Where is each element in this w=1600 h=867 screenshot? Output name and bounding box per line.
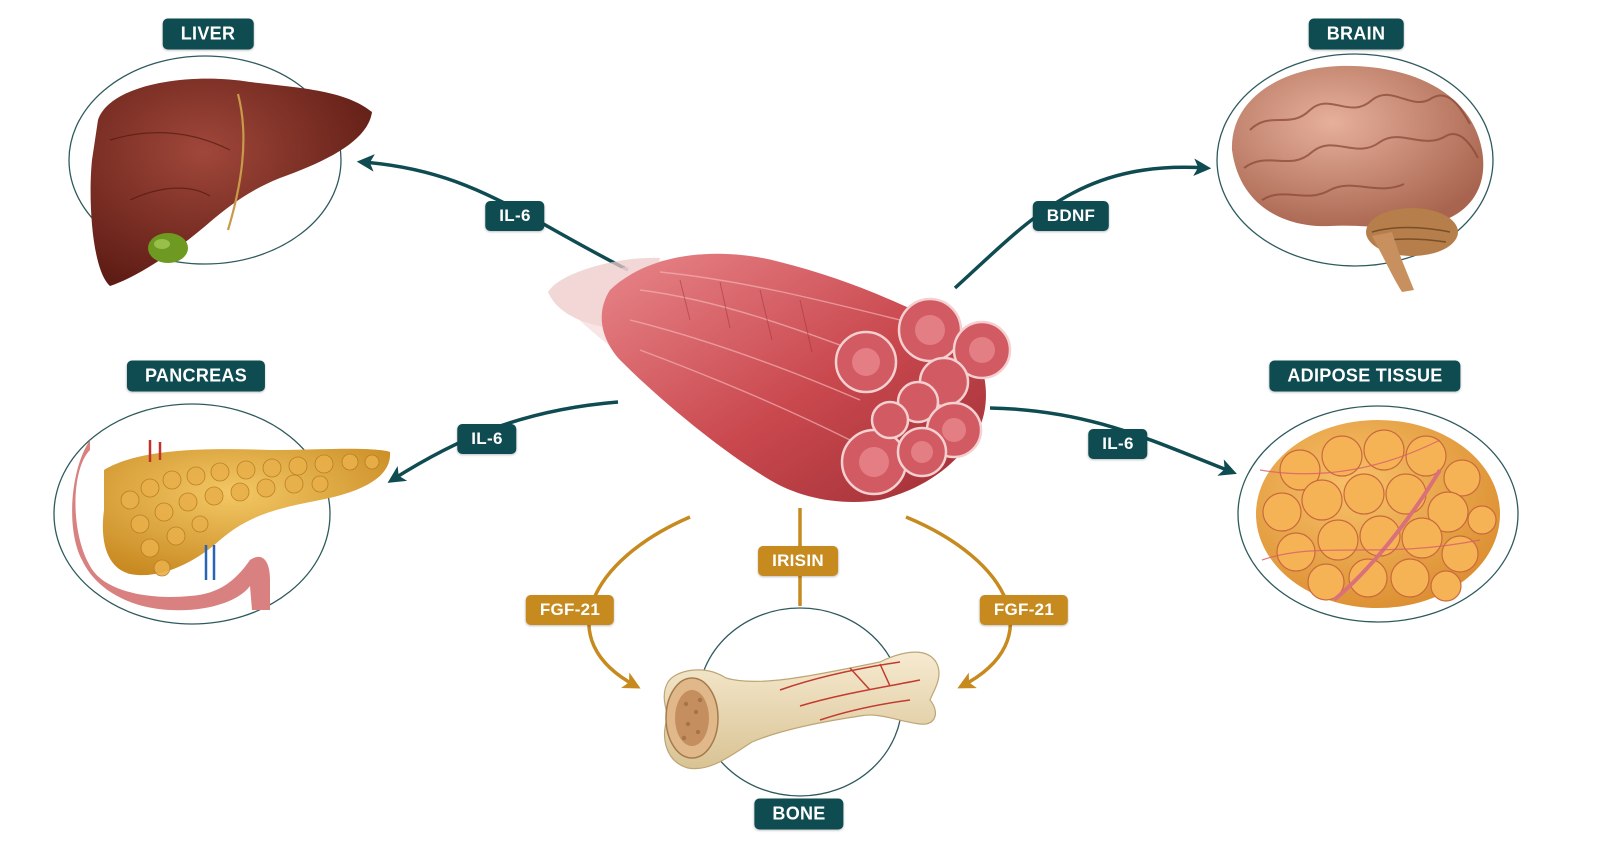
- arrow-brain: [953, 158, 1212, 290]
- signal-brain-label: BDNF: [1032, 201, 1110, 231]
- pancreas-label: PANCREAS: [126, 360, 266, 392]
- brain-label: BRAIN: [1308, 18, 1404, 50]
- arrow-adipose: [989, 406, 1237, 476]
- brain-illustration: [1216, 53, 1494, 292]
- bone-cross-section-illustration: [663, 607, 940, 797]
- signal-pancreas-label: IL-6: [457, 424, 517, 454]
- muscle-fiber-bundle-illustration: [548, 253, 1012, 502]
- signal-liver-label: IL-6: [485, 201, 545, 231]
- liver-label: LIVER: [162, 18, 254, 50]
- signal-bone-left-label: FGF-21: [525, 595, 615, 625]
- signal-adipose-label: IL-6: [1088, 429, 1148, 459]
- adipose-tissue-illustration: [1237, 405, 1519, 623]
- arrow-liver: [356, 154, 629, 272]
- pancreas-illustration: [53, 403, 391, 625]
- signal-bone-right-label: FGF-21: [979, 595, 1069, 625]
- bone-label: BONE: [754, 798, 844, 830]
- liver-illustration: [68, 55, 372, 286]
- signal-bone-center-label: IRISIN: [758, 546, 838, 576]
- adipose-tissue-label: ADIPOSE TISSUE: [1269, 360, 1461, 392]
